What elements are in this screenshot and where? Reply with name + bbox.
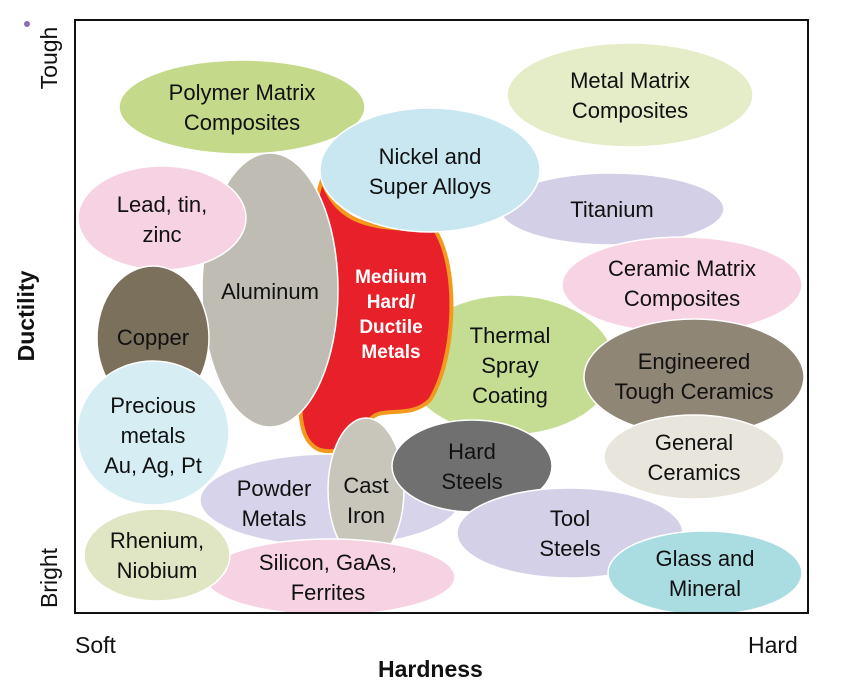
region-label-line: metals (121, 423, 186, 448)
region-label-line: Nickel and (379, 144, 482, 169)
region-label-line: Hard/ (367, 292, 416, 313)
x-axis-low-label: Soft (75, 632, 116, 658)
region-label-aluminum: Aluminum (221, 279, 319, 304)
metal-matrix-ellipse (506, 42, 754, 148)
region-label-line: Composites (184, 110, 300, 135)
nickel-ellipse (319, 107, 541, 233)
x-axis-high-label: Hard (748, 632, 798, 658)
general-ceramics-ellipse (603, 414, 785, 500)
region-label-line: Glass and (655, 546, 754, 571)
region-label-silicon: Silicon, GaAs, Ferrites (259, 550, 397, 605)
y-axis-title: Ductility (13, 270, 39, 362)
region-label-line: Medium (355, 267, 427, 288)
region-label-line: Composites (624, 286, 740, 311)
region-label-line: Ceramics (648, 460, 741, 485)
region-label-line: Ceramic Matrix (608, 256, 756, 281)
region-label-titanium: Titanium (570, 197, 654, 222)
rhenium-ellipse (83, 508, 231, 602)
region-label-line: Powder (237, 476, 312, 501)
polymer-matrix-ellipse (118, 59, 366, 155)
region-label-line: Engineered (638, 349, 751, 374)
region-label-line: Ductile (359, 317, 422, 338)
region-label-line: Rhenium, (110, 528, 204, 553)
region-label-line: Ferrites (291, 580, 366, 605)
y-axis-high-label: Tough (36, 26, 62, 90)
y-axis-low-label: Bright (36, 547, 62, 609)
region-label-line: Tough Ceramics (615, 379, 774, 404)
precious-metals-ellipse (76, 360, 230, 506)
region-label-line: Thermal (470, 323, 551, 348)
region-label-line: Polymer Matrix (169, 80, 316, 105)
region-label-line: Tool (550, 506, 590, 531)
glass-mineral-ellipse (607, 530, 803, 613)
region-label-line: Metal Matrix (570, 68, 690, 93)
bullet-dot (24, 21, 30, 27)
region-label-line: Cast (343, 473, 388, 498)
region-label-line: General (655, 430, 733, 455)
region-label-line: Composites (572, 98, 688, 123)
region-label-line: Lead, tin, (117, 192, 208, 217)
region-label-line: zinc (142, 222, 181, 247)
region-label-line: Metals (361, 342, 420, 363)
region-label-rhenium: Rhenium, Niobium (110, 528, 204, 583)
region-label-line: Mineral (669, 576, 741, 601)
region-label-line: Steels (539, 536, 600, 561)
region-label-line: Precious (110, 393, 196, 418)
region-label-lead-tin-zinc: Lead, tin, zinc (117, 192, 208, 247)
region-label-line: Aluminum (221, 279, 319, 304)
region-label-line: Niobium (117, 558, 198, 583)
region-label-copper: Copper (117, 325, 189, 350)
lead-tin-zinc-ellipse (77, 165, 247, 271)
region-label-line: Steels (441, 469, 502, 494)
region-label-line: Hard (448, 439, 496, 464)
region-label-line: Au, Ag, Pt (104, 453, 202, 478)
region-label-line: Titanium (570, 197, 654, 222)
x-axis-title: Hardness (378, 656, 483, 682)
region-label-line: Silicon, GaAs, (259, 550, 397, 575)
region-label-line: Super Alloys (369, 174, 491, 199)
region-label-line: Coating (472, 383, 548, 408)
region-label-line: Copper (117, 325, 189, 350)
region-shapes (76, 42, 805, 613)
region-label-line: Metals (242, 506, 307, 531)
plot-frame (74, 19, 809, 614)
region-label-line: Iron (347, 503, 385, 528)
region-label-line: Spray (481, 353, 538, 378)
